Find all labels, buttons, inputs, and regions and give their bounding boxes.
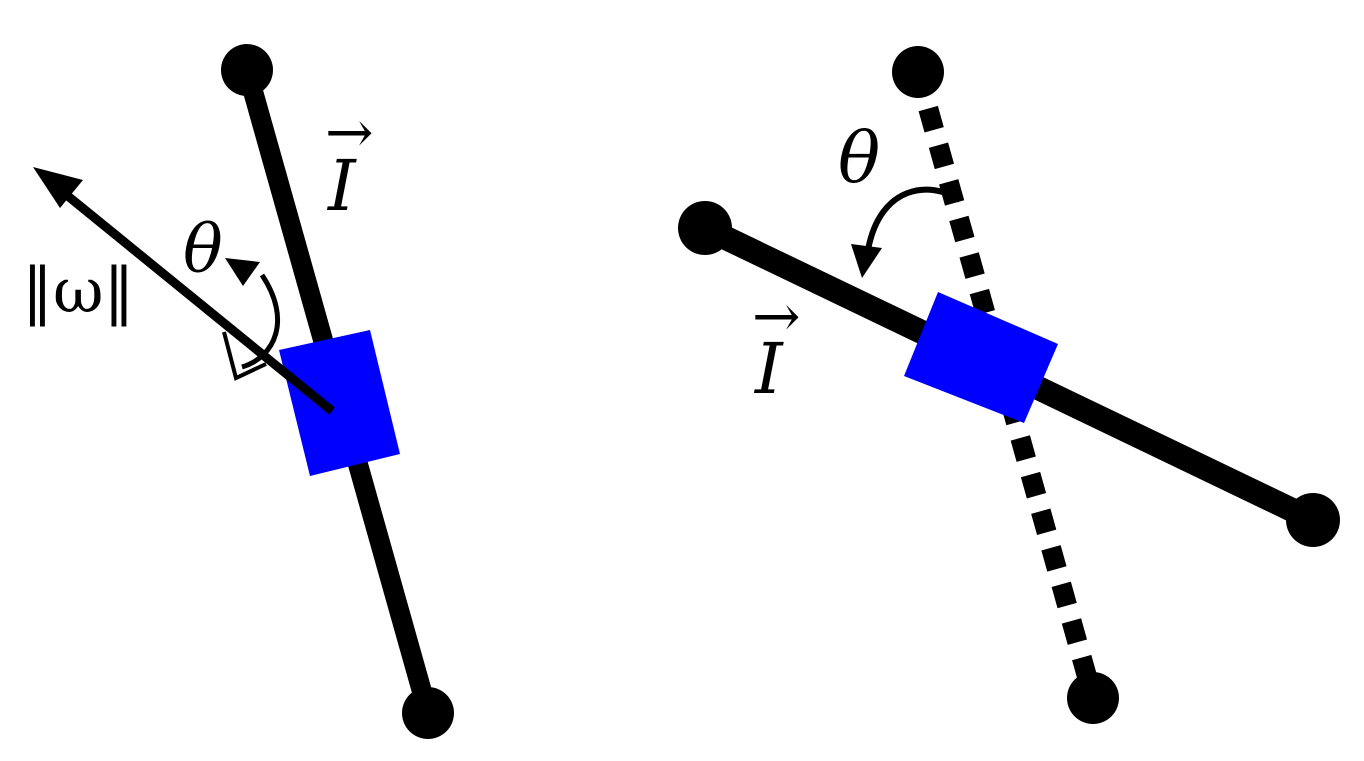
right-block — [904, 292, 1058, 423]
left-theta-arrowhead-icon — [225, 258, 260, 286]
left-panel: ‖ω‖ θ → I — [22, 44, 454, 739]
right-inertia-arrow: → — [752, 282, 801, 350]
rotated-rod-right-end — [1286, 493, 1340, 547]
omega-arrowhead-icon — [33, 167, 83, 208]
original-rod-bottom-end — [1067, 672, 1119, 724]
left-theta-arc — [241, 273, 280, 370]
right-theta-label: θ — [838, 117, 880, 199]
omega-label: ‖ω‖ — [22, 254, 135, 327]
original-rod-top-end — [892, 46, 944, 98]
right-inertia-label: I — [753, 328, 784, 410]
left-inertia-label: I — [326, 145, 357, 227]
left-block — [279, 330, 400, 476]
omega-vector — [55, 184, 335, 415]
right-theta-arrowhead-icon — [851, 244, 882, 278]
right-panel: θ → I — [678, 46, 1340, 724]
right-angle-marker — [222, 331, 267, 381]
rotated-rod-left-end — [678, 201, 732, 255]
left-inertia-arrow: → — [325, 98, 374, 166]
right-theta-arc — [865, 186, 962, 251]
left-rod-bottom-end — [402, 687, 454, 739]
left-rod-top-end — [221, 44, 273, 96]
left-theta-label: θ — [183, 211, 223, 288]
